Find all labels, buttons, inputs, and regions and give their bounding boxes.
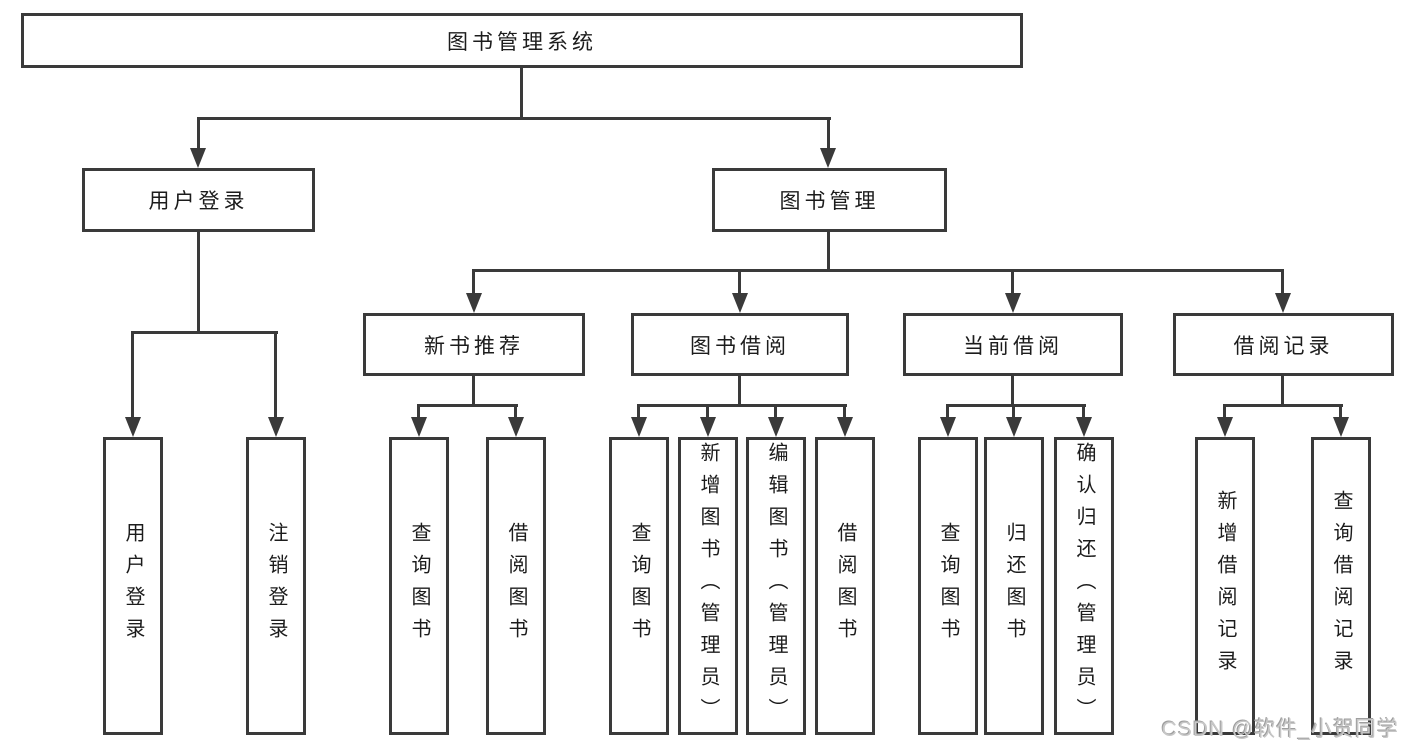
user-login-rail-line — [131, 331, 278, 334]
leaf-bb-add-books-admin: 新增图书（管理员） — [678, 437, 738, 735]
drop-bb-add-line — [706, 404, 709, 420]
arrowhead-book-borrow — [732, 293, 748, 313]
book-borrow-stem-line — [738, 376, 741, 407]
leaf-cb-confirm-return-admin-label: 确认归还（管理员） — [1073, 442, 1095, 730]
leaf-nb-borrow-books: 借阅图书 — [486, 437, 546, 735]
leaf-cb-query-books: 查询图书 — [918, 437, 978, 735]
level3-rail-line — [472, 269, 1284, 272]
current-borrow-stem-line — [1011, 376, 1014, 407]
node-new-book-rec-label: 新书推荐 — [424, 334, 524, 358]
node-book-borrow-label: 图书借阅 — [690, 334, 790, 358]
drop-book-mgmt-line — [827, 117, 830, 151]
leaf-cb-confirm-return-admin: 确认归还（管理员） — [1054, 437, 1114, 735]
drop-br-add-line — [1223, 404, 1226, 420]
leaf-br-add-record-label: 新增借阅记录 — [1214, 490, 1236, 682]
drop-new-book-line — [472, 269, 475, 297]
new-book-stem-line — [472, 376, 475, 407]
drop-user-login-line — [197, 117, 200, 151]
arrowhead-nb-query — [411, 417, 427, 437]
book-mgmt-stem-line — [827, 232, 830, 272]
node-new-book-rec: 新书推荐 — [363, 313, 585, 376]
csdn-watermark: CSDN @软件_小贺同学 — [1161, 718, 1399, 741]
leaf-bb-borrow-books: 借阅图书 — [815, 437, 875, 735]
arrowhead-user-login — [190, 148, 206, 168]
arrowhead-borrow-record — [1275, 293, 1291, 313]
drop-leaf-login-line — [131, 331, 134, 421]
arrowhead-bb-edit — [768, 417, 784, 437]
leaf-cb-return-books: 归还图书 — [984, 437, 1044, 735]
root-stem-line — [520, 68, 523, 118]
leaf-br-query-record: 查询借阅记录 — [1311, 437, 1371, 735]
drop-nb-query-line — [417, 404, 420, 420]
leaf-logout-label: 注销登录 — [265, 522, 287, 650]
node-root-system: 图书管理系统 — [21, 13, 1023, 68]
borrow-record-rail-line — [1223, 404, 1343, 407]
leaf-nb-borrow-books-label: 借阅图书 — [505, 522, 527, 650]
arrowhead-book-mgmt — [820, 148, 836, 168]
arrowhead-cb-confirm — [1076, 417, 1092, 437]
node-book-borrow: 图书借阅 — [631, 313, 849, 376]
arrowhead-current-borrow — [1005, 293, 1021, 313]
drop-br-query-line — [1339, 404, 1342, 420]
drop-borrow-record-line — [1281, 269, 1284, 297]
leaf-user-login: 用户登录 — [103, 437, 163, 735]
leaf-bb-borrow-books-label: 借阅图书 — [834, 522, 856, 650]
leaf-logout: 注销登录 — [246, 437, 306, 735]
drop-current-borrow-line — [1011, 269, 1014, 297]
leaf-nb-query-books: 查询图书 — [389, 437, 449, 735]
leaf-br-add-record: 新增借阅记录 — [1195, 437, 1255, 735]
node-user-login-label: 用户登录 — [148, 190, 249, 213]
node-user-login: 用户登录 — [82, 168, 315, 232]
new-book-rail-line — [417, 404, 518, 407]
leaf-bb-edit-books-admin: 编辑图书（管理员） — [746, 437, 806, 735]
arrowhead-nb-borrow — [508, 417, 524, 437]
node-book-mgmt-label: 图书管理 — [779, 190, 880, 213]
arrowhead-cb-return — [1006, 417, 1022, 437]
leaf-cb-query-books-label: 查询图书 — [937, 522, 959, 650]
drop-bb-edit-line — [774, 404, 777, 420]
node-current-borrow: 当前借阅 — [903, 313, 1123, 376]
book-borrow-rail-line — [637, 404, 847, 407]
drop-bb-borrow-line — [843, 404, 846, 420]
node-borrow-record: 借阅记录 — [1173, 313, 1394, 376]
node-borrow-record-label: 借阅记录 — [1233, 334, 1334, 358]
leaf-nb-query-books-label: 查询图书 — [408, 522, 430, 650]
leaf-bb-query-books-label: 查询图书 — [628, 522, 650, 650]
arrowhead-br-add — [1217, 417, 1233, 437]
leaf-bb-add-books-admin-label: 新增图书（管理员） — [697, 442, 719, 730]
current-borrow-rail-line — [946, 404, 1086, 407]
drop-cb-return-line — [1012, 404, 1015, 420]
leaf-br-query-record-label: 查询借阅记录 — [1330, 490, 1352, 682]
leaf-bb-edit-books-admin-label: 编辑图书（管理员） — [765, 442, 787, 730]
node-current-borrow-label: 当前借阅 — [963, 334, 1063, 358]
drop-cb-confirm-line — [1082, 404, 1085, 420]
node-book-mgmt: 图书管理 — [712, 168, 947, 232]
drop-book-borrow-line — [738, 269, 741, 297]
borrow-record-stem-line — [1281, 376, 1284, 407]
arrowhead-new-book — [466, 293, 482, 313]
arrowhead-bb-query — [631, 417, 647, 437]
arrowhead-cb-query — [940, 417, 956, 437]
drop-bb-query-line — [637, 404, 640, 420]
leaf-bb-query-books: 查询图书 — [609, 437, 669, 735]
arrowhead-bb-add — [700, 417, 716, 437]
node-root-system-label: 图书管理系统 — [447, 30, 597, 54]
arrowhead-bb-borrow — [837, 417, 853, 437]
level2-rail-line — [197, 117, 831, 120]
drop-cb-query-line — [946, 404, 949, 420]
drop-nb-borrow-line — [514, 404, 517, 420]
leaf-cb-return-books-label: 归还图书 — [1003, 522, 1025, 650]
arrowhead-leaf-login — [125, 417, 141, 437]
user-login-stem-line — [197, 232, 200, 334]
arrowhead-br-query — [1333, 417, 1349, 437]
leaf-user-login-label: 用户登录 — [122, 522, 144, 650]
arrowhead-leaf-logout — [268, 417, 284, 437]
drop-leaf-logout-line — [274, 331, 277, 421]
